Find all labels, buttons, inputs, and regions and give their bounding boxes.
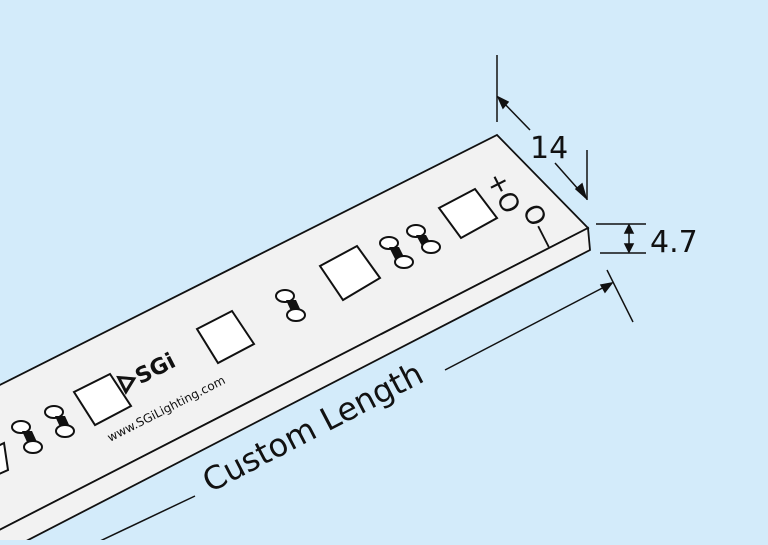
play-triangle-logo-icon <box>116 375 137 395</box>
resistor <box>406 224 441 254</box>
height-dimension-label: 4.7 <box>650 225 698 260</box>
led-chip <box>318 244 382 302</box>
resistor <box>275 289 306 322</box>
led-chip <box>437 187 499 240</box>
led-strip <box>0 133 591 545</box>
width-dimension-label: 14 <box>530 131 568 166</box>
led-chips <box>72 187 499 427</box>
resistors <box>11 224 441 454</box>
resistor <box>44 405 75 438</box>
width-dimension <box>496 55 588 201</box>
resistor <box>379 236 414 269</box>
length-dimension <box>89 269 634 545</box>
led-chip-partial <box>0 441 10 475</box>
strip-side-face <box>0 226 591 545</box>
led-chip <box>195 309 256 365</box>
resistor <box>11 420 43 454</box>
height-dimension <box>596 223 646 254</box>
led-chip <box>72 372 133 427</box>
